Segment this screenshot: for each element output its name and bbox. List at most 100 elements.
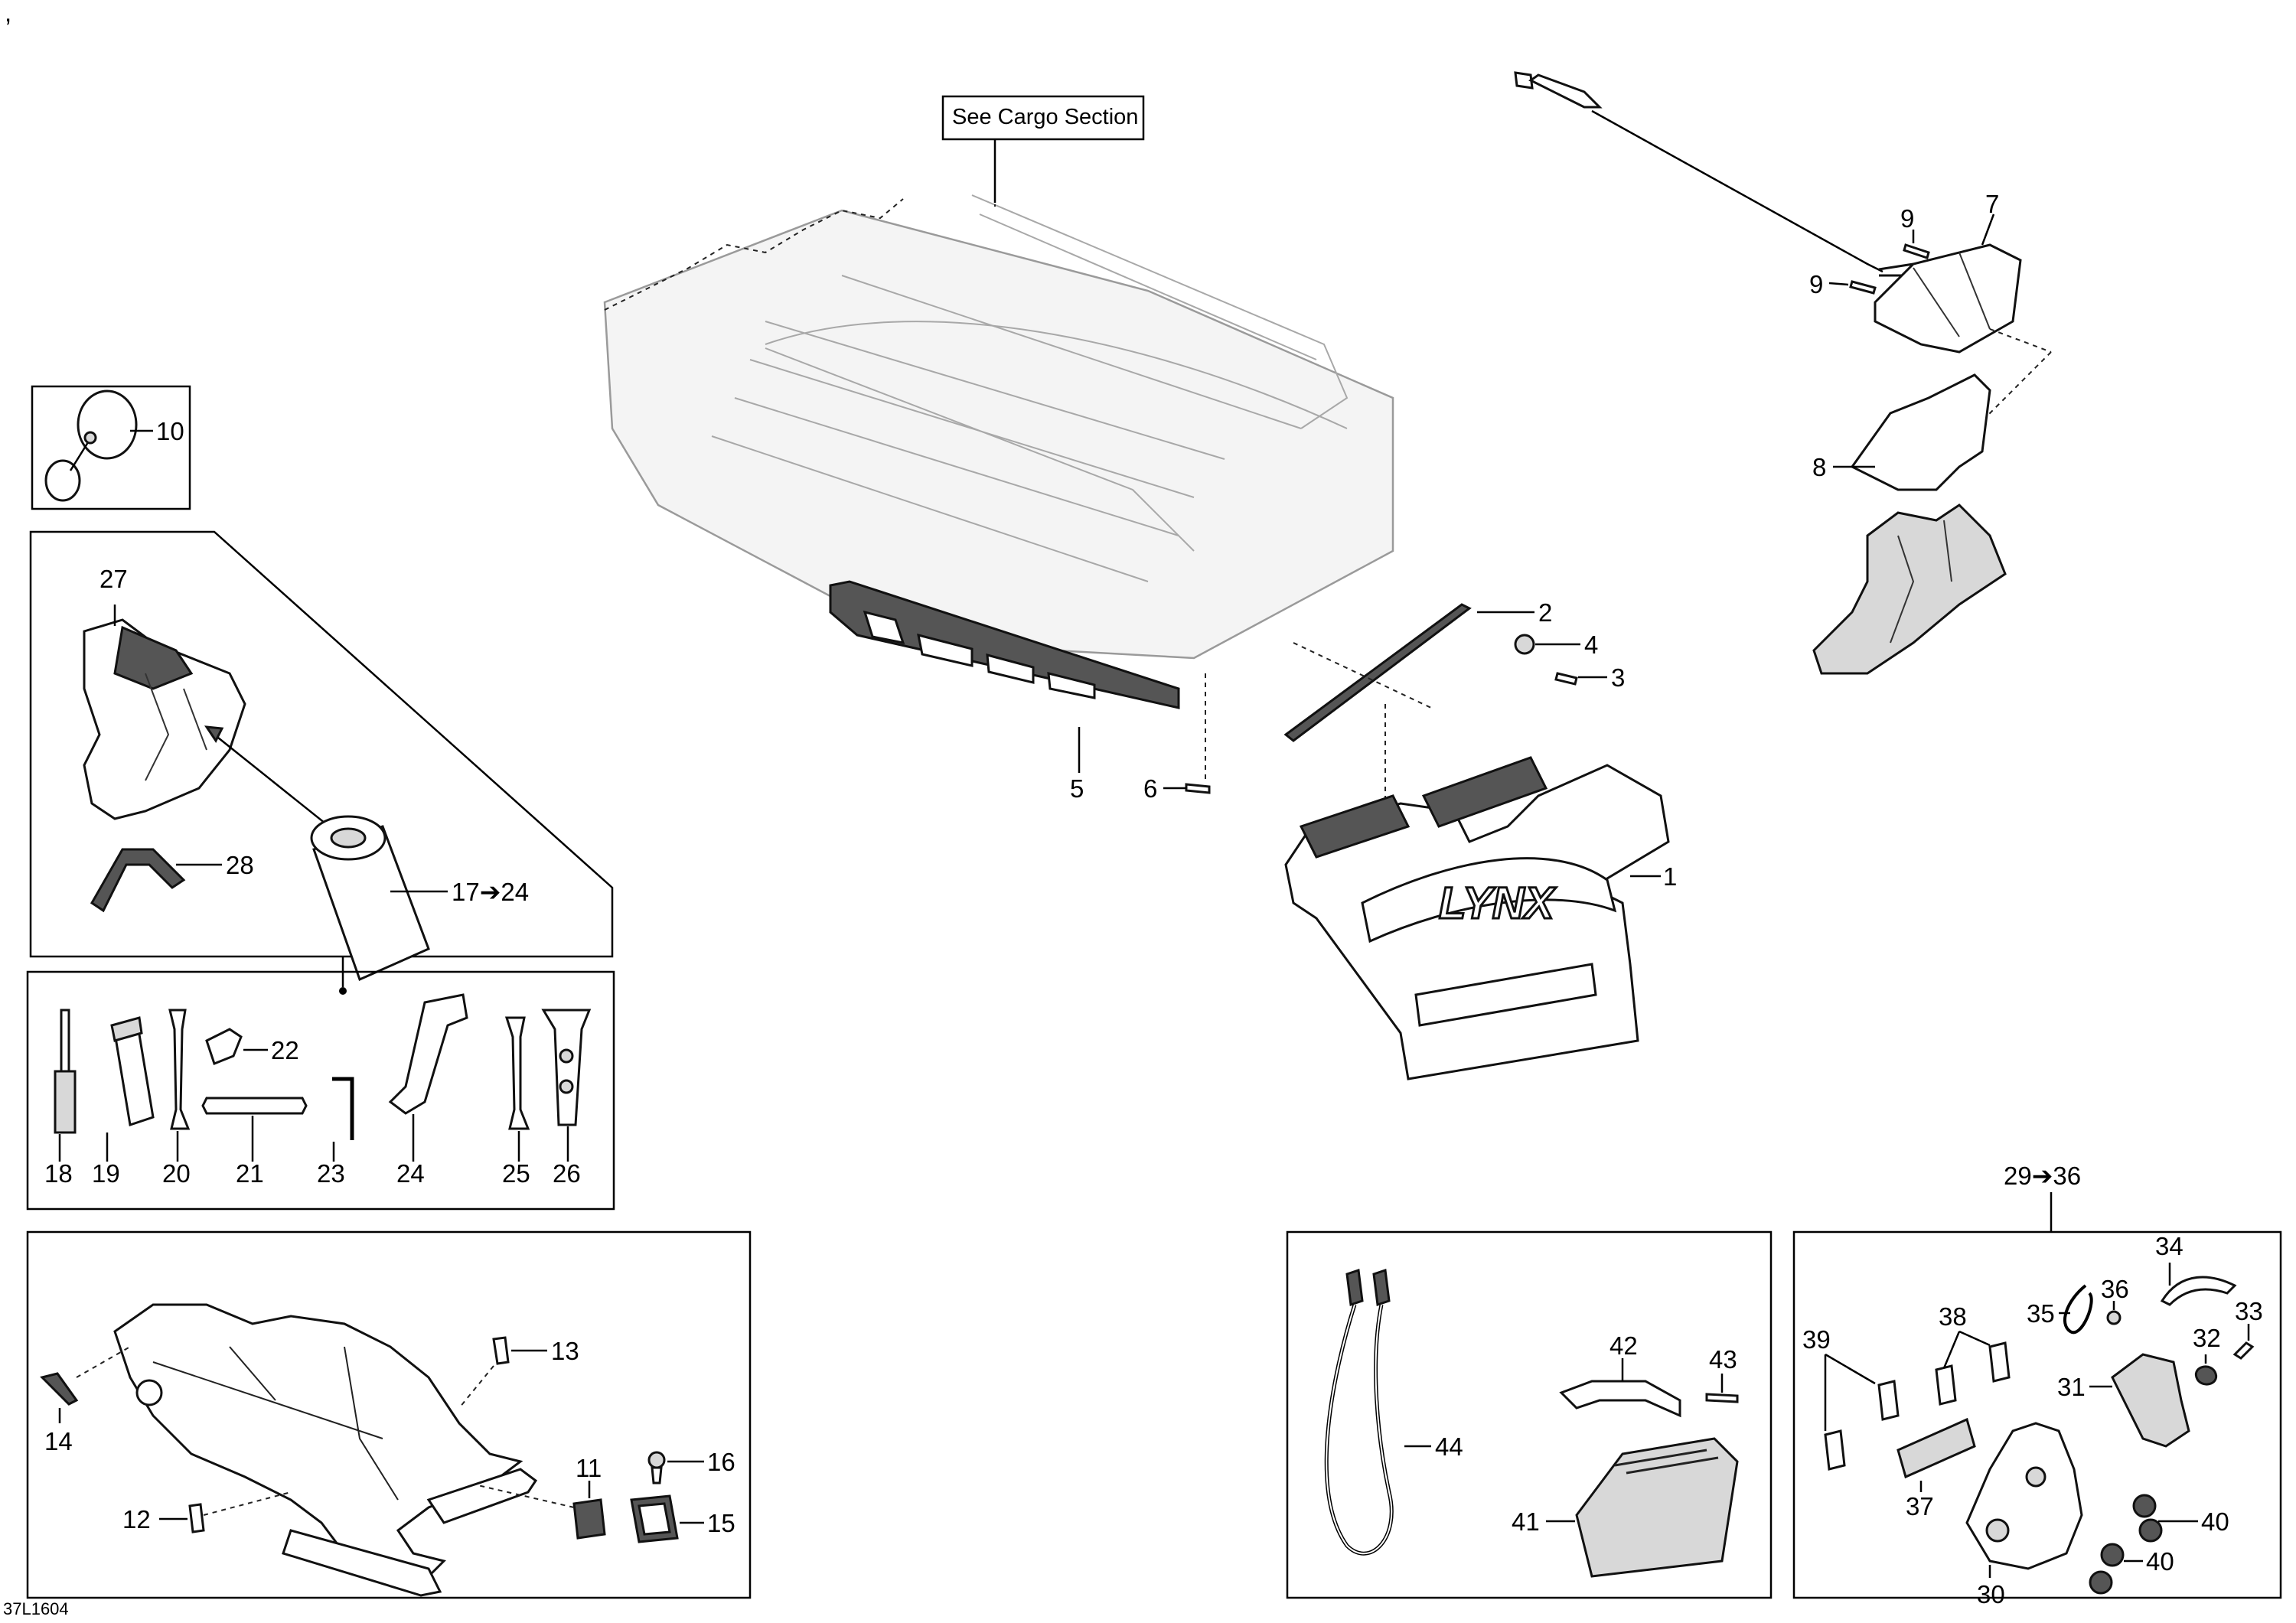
part-28-strap [90,848,186,913]
part-42-bracket [1559,1380,1681,1418]
part-18-screwdriver [54,1009,77,1134]
callout-9-a: 9 [1900,204,1914,233]
part-7-tail-light [1514,71,2022,354]
cargo-note-box [941,95,1145,141]
part-43-screw [1705,1393,1739,1403]
part-41-bag [1575,1437,1739,1578]
callout-8: 8 [1812,453,1826,481]
part-6-screw [1185,783,1211,794]
callout-3: 3 [1611,663,1625,692]
callout-1: 1 [1663,862,1677,891]
callout-2: 2 [1538,598,1552,627]
callout-32: 32 [2193,1324,2221,1352]
callout-20: 20 [162,1159,191,1188]
box-accessories [1286,1230,1773,1599]
part-34-clip [2160,1276,2237,1306]
callout-38: 38 [1939,1302,1967,1331]
part-2-strip [1283,603,1472,742]
callout-34: 34 [2155,1232,2183,1260]
part-38-bolts [1935,1341,2011,1406]
callout-28: 28 [226,851,254,879]
box-tools [26,970,615,1211]
box-decals [26,1230,752,1599]
callout-19: 19 [92,1159,120,1188]
snowmobile-outline [113,1303,538,1597]
callout-42: 42 [1609,1331,1638,1360]
part-44-bungee-cord [1324,1268,1394,1556]
callout-16: 16 [707,1448,735,1476]
callout-37: 37 [1906,1492,1934,1520]
part-16-fastener [647,1451,666,1484]
callout-33: 33 [2235,1297,2263,1325]
callout-12: 12 [122,1505,151,1533]
callout-15: 15 [707,1509,735,1537]
callout-21: 21 [236,1159,264,1188]
part-3-rivet [1554,672,1578,686]
part-17-24-tool-roll [310,815,430,982]
part-37-plate [1896,1417,1976,1479]
part-35-lanyard [2063,1284,2093,1335]
callout-4: 4 [1584,631,1598,659]
callout-10: 10 [156,417,184,445]
callout-35: 35 [2027,1299,2055,1328]
callout-40-a: 40 [2201,1507,2229,1536]
part-10-mirror [44,389,138,502]
callout-7: 7 [1985,190,1999,218]
callout-23: 23 [317,1159,345,1188]
part-4-washer [1514,634,1535,655]
callout-17-24: 17➔24 [452,878,529,906]
callout-44: 44 [1435,1432,1463,1461]
box-toolkit-bag [29,530,614,958]
callout-11: 11 [576,1454,602,1482]
callout-39: 39 [1802,1325,1831,1354]
part-27-tool-bag [83,618,246,820]
callout-18: 18 [44,1159,73,1188]
box-hitch [1792,1230,2282,1599]
part-11-sticker [572,1498,606,1540]
cargo-note: See Cargo Section [952,105,1138,129]
callout-22: 22 [271,1036,299,1064]
callout-30: 30 [1977,1580,2005,1608]
part-33-pin [2232,1341,2255,1360]
callout-6: 6 [1143,774,1157,803]
callout-43: 43 [1709,1345,1737,1374]
part-8-light-housing [1812,373,2007,675]
part-13-decal [492,1336,510,1365]
part-40-nuts [2089,1494,2163,1595]
callout-41: 41 [1512,1507,1540,1536]
callout-14: 14 [44,1427,73,1455]
part-20-wrench [168,1009,191,1130]
drawing-code: 37L1604 [3,1599,69,1618]
lynx-logo: LYNX [1439,878,1557,928]
part-19-socket [110,1016,155,1126]
part-24-spanner [388,993,468,1115]
part-26-multi-tool [541,1009,592,1126]
callout-29-36: 29➔36 [2004,1162,2081,1190]
cargo-section-outline [604,198,904,311]
part-14-decal [40,1372,79,1406]
callout-31: 31 [2057,1373,2086,1401]
callout-27: 27 [99,565,128,593]
box-mirror [31,385,191,510]
part-21-cord [201,1097,308,1115]
callout-25: 25 [502,1159,530,1188]
part-9-screw-a [1903,243,1930,259]
callout-5: 5 [1070,774,1084,803]
part-31-hitch [2111,1353,2190,1448]
part-36-nut [2106,1310,2122,1325]
part-32-spring [2194,1365,2218,1386]
part-12-decal [188,1503,205,1533]
callout-40-b: 40 [2146,1547,2174,1576]
part-22-clip [205,1028,243,1065]
callout-26: 26 [553,1159,581,1188]
part-5-reflector-strip [829,580,1180,709]
part-9-screw-b [1849,280,1877,295]
cargo-rack-ghost [603,194,1394,660]
part-25-wrench [504,1016,530,1130]
callout-13: 13 [551,1337,579,1365]
callout-36: 36 [2101,1275,2129,1303]
callout-24: 24 [396,1159,425,1188]
part-15-holder [630,1494,679,1543]
corner-mark: , [5,0,11,27]
